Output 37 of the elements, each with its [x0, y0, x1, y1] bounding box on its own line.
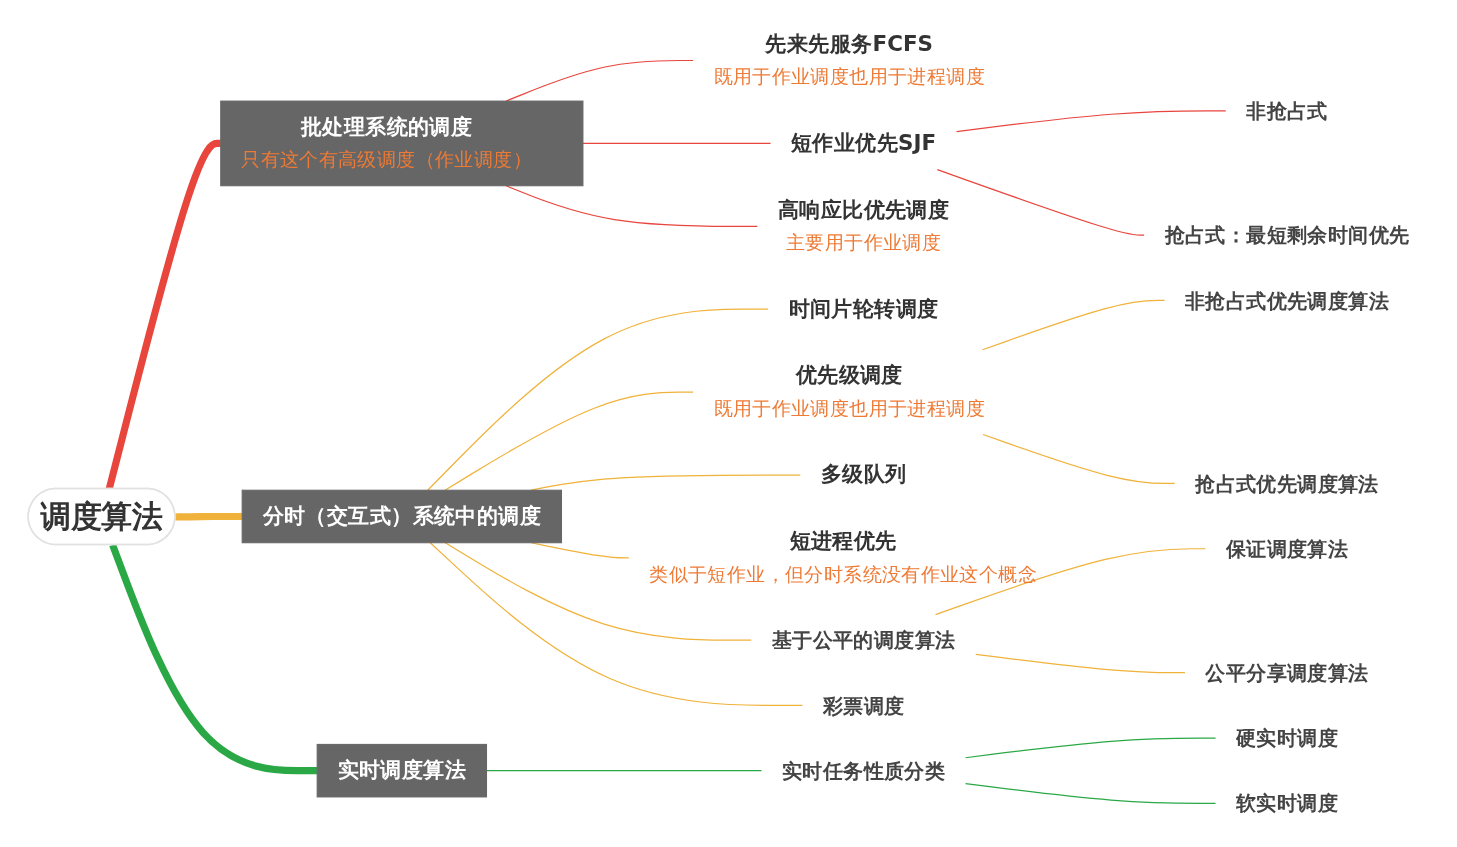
connector	[429, 542, 803, 706]
node-text: 时间片轮转调度	[788, 296, 939, 321]
connector	[964, 783, 1216, 804]
node-text: 抢占式：最短剩余时间优先	[1164, 222, 1409, 248]
node-text: 多级队列	[820, 462, 906, 487]
node-text: 抢占式优先调度算法	[1194, 471, 1379, 496]
connector	[174, 512, 242, 521]
node-text: 优先级调度 既用于作业调度也用于进程调度	[713, 363, 985, 419]
connector	[981, 299, 1165, 351]
node-text: 先来先服务FCFS 既用于作业调度也用于进程调度	[713, 31, 985, 88]
connector	[981, 433, 1175, 485]
node-box: 实时调度算法	[316, 743, 487, 798]
connector	[974, 653, 1186, 674]
connector	[105, 139, 221, 490]
node-box: 分时（交互式）系统中的调度	[241, 489, 562, 544]
node-text: 硬实时调度	[1235, 725, 1338, 751]
node-text: 短进程优先 类似于短作业，但分时系统没有作业这个概念	[648, 528, 1037, 585]
node-text: 短作业优先SJF	[790, 130, 936, 155]
node-text: 非抢占式优先调度算法	[1184, 288, 1389, 313]
node-text: 基于公平的调度算法	[771, 627, 955, 653]
node-text: 软实时调度	[1235, 791, 1338, 816]
connector	[108, 543, 317, 775]
node-text: 公平分享调度算法	[1204, 660, 1369, 685]
connector	[426, 308, 769, 491]
node-box: 批处理系统的调度 只有这个有高级调度（作业调度）	[219, 100, 583, 187]
connector	[444, 542, 752, 641]
node-text: 非抢占式	[1245, 98, 1328, 124]
node-text: 高响应比优先调度 主要用于作业调度	[777, 197, 949, 253]
connector	[504, 185, 758, 227]
connector	[934, 548, 1206, 616]
connector	[964, 737, 1216, 759]
node-text: 保证调度算法	[1225, 536, 1348, 561]
node-text: 彩票调度	[822, 693, 904, 718]
connector	[955, 110, 1226, 133]
connector	[443, 391, 694, 491]
node-text: 实时任务性质分类	[781, 758, 945, 783]
connector	[936, 169, 1145, 236]
